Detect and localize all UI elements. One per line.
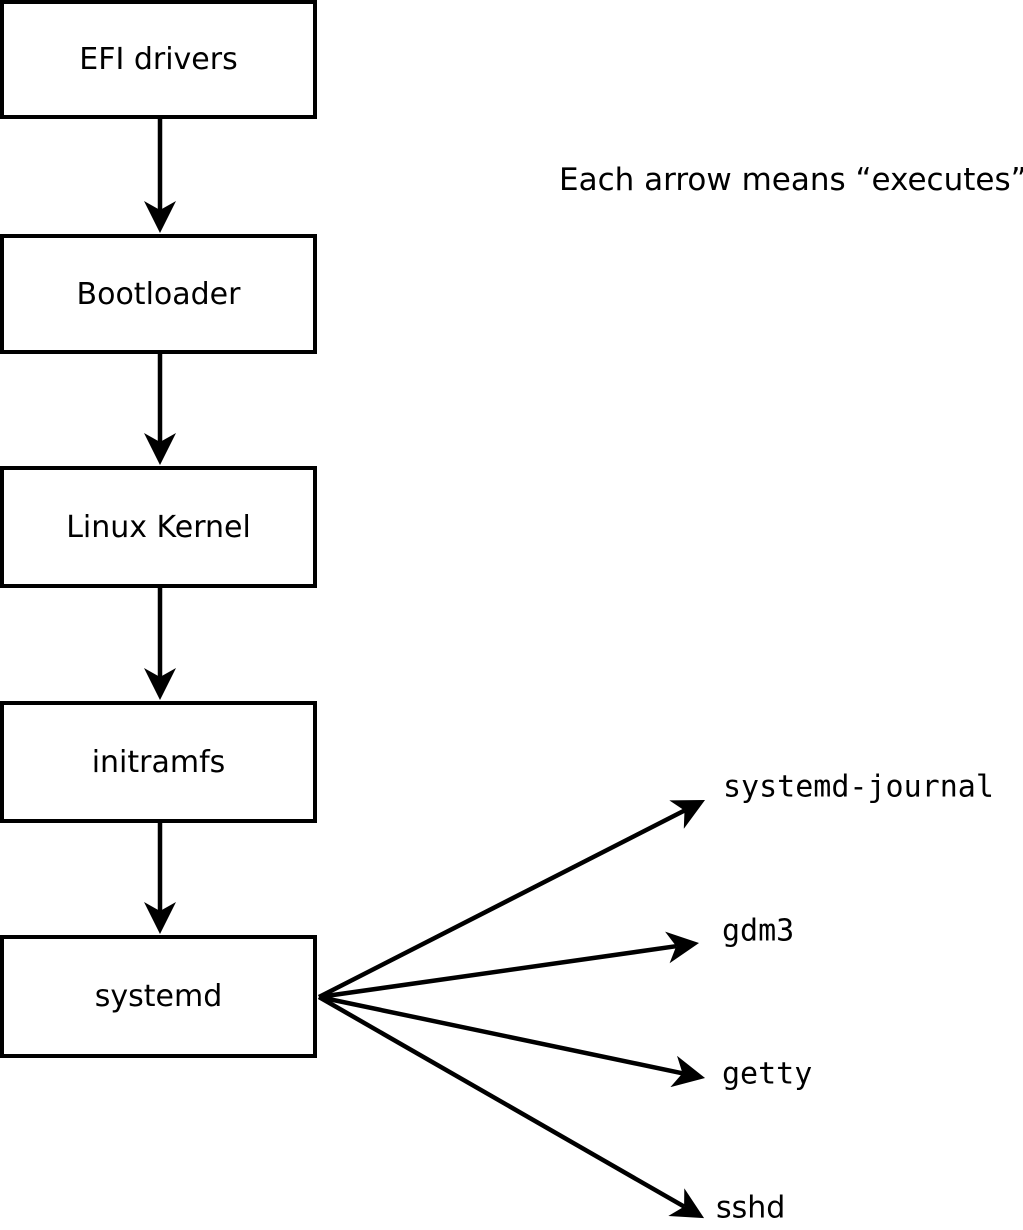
box-systemd-label: systemd (94, 979, 223, 1014)
box-bootloader: Bootloader (0, 234, 317, 354)
arrow-systemd-to-gdm3 (318, 931, 700, 1000)
box-linux-kernel-label: Linux Kernel (66, 509, 251, 545)
arrow-meaning-annotation: Each arrow means “executes”. (559, 162, 1023, 198)
box-bootloader-label: Bootloader (76, 276, 241, 312)
box-linux-kernel: Linux Kernel (0, 466, 317, 588)
process-label-gdm3: gdm3 (722, 913, 795, 949)
box-efi-drivers-label: EFI drivers (79, 42, 238, 77)
arrow-systemd-to-journal (317, 800, 706, 1000)
box-initramfs: initramfs (0, 701, 317, 823)
arrow-systemd-to-sshd (317, 995, 705, 1219)
box-efi-drivers: EFI drivers (0, 0, 317, 119)
process-label-getty: getty (722, 1056, 813, 1092)
box-initramfs-label: initramfs (91, 744, 226, 780)
box-systemd: systemd (0, 935, 317, 1058)
process-label-sshd: sshd (716, 1190, 786, 1226)
arrow-systemd-to-getty (318, 994, 706, 1088)
process-label-systemd-journal: systemd-journal (723, 769, 994, 805)
